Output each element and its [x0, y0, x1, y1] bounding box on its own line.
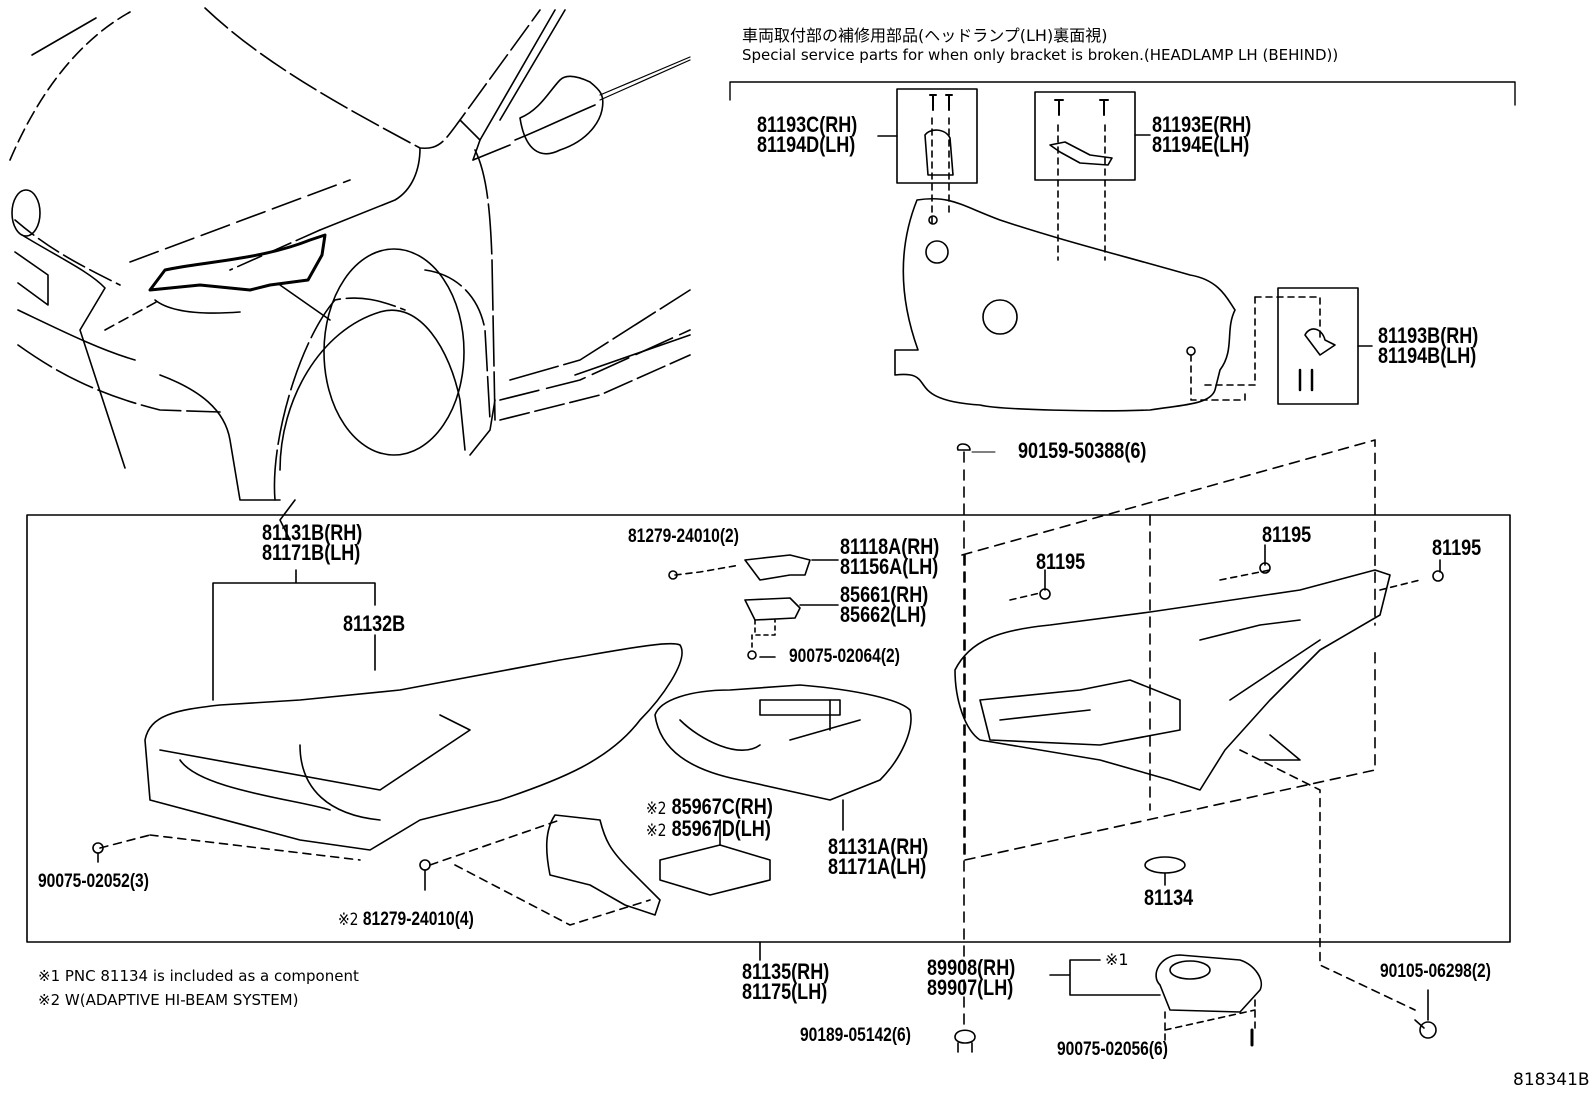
part-number-lh[interactable]: 85662(LH) [840, 602, 927, 627]
part-label-81279-24010-2[interactable]: 81279-24010(2) [628, 526, 739, 547]
part-number-rh[interactable]: 81193B(RH) [1378, 323, 1479, 348]
part-label-81195-1[interactable]: 81195 [1036, 549, 1086, 574]
part-number-rh[interactable]: 85661(RH) [840, 582, 929, 607]
part-label-81131a[interactable]: 81131A(RH) 81171A(LH) [828, 834, 929, 879]
part-number-lh[interactable]: 81156A(LH) [840, 554, 939, 579]
header-title-jp: 車両取付部の補修用部品(ヘッドランプ(LH)裏面視) [742, 26, 1108, 45]
part-label-81193b[interactable]: 81193B(RH) 81194B(LH) [1378, 323, 1479, 368]
part-number-lh[interactable]: 81194B(LH) [1378, 343, 1477, 368]
header-title-en: Special service parts for when only brac… [742, 46, 1339, 64]
service-parts-frame [729, 81, 1516, 412]
part-number-lh[interactable]: 81194E(LH) [1152, 132, 1250, 157]
part-label-90075-02052[interactable]: 90075-02052(3) [38, 871, 149, 892]
note-mark: ※2 [646, 821, 667, 841]
part-number-lh[interactable]: 81171A(LH) [828, 854, 927, 879]
part-number-rh[interactable]: 81193E(RH) [1152, 112, 1252, 137]
part-number-lh[interactable]: 85967D(LH) [671, 816, 771, 841]
part-number-lh[interactable]: 81171B(LH) [262, 540, 361, 565]
part-label-81134[interactable]: 81134 [1144, 885, 1194, 910]
footnote-2: ※2 W(ADAPTIVE HI-BEAM SYSTEM) [38, 991, 299, 1009]
part-label-85661[interactable]: 85661(RH) 85662(LH) [840, 582, 929, 627]
part-label-85967c[interactable]: ※2 85967C(RH) ※2 85967D(LH) [646, 794, 773, 842]
footnote-1: ※1 PNC 81134 is included as a component [38, 967, 359, 985]
part-number-rh[interactable]: 81193C(RH) [757, 112, 858, 137]
part-label-81131b[interactable]: 81131B(RH) 81171B(LH) [262, 520, 363, 565]
part-number-rh[interactable]: 89908(RH) [927, 955, 1016, 980]
part-number-lh[interactable]: 81194D(LH) [757, 132, 856, 157]
part-number-rh[interactable]: 81131A(RH) [828, 834, 929, 859]
part-label-90075-02056[interactable]: 90075-02056(6) [1057, 1039, 1168, 1060]
ballast-area [954, 954, 1437, 1053]
part-label-81279-24010-4[interactable]: ※2 81279-24010(4) [338, 909, 474, 931]
part-label-90189-05142[interactable]: 90189-05142(6) [800, 1025, 911, 1046]
note-mark: ※2 [338, 910, 359, 930]
part-label-81195-3[interactable]: 81195 [1432, 535, 1482, 560]
part-number-rh[interactable]: 81131B(RH) [262, 520, 363, 545]
part-number-lh[interactable]: 81175(LH) [742, 979, 828, 1004]
part-label-81193e[interactable]: 81193E(RH) 81194E(LH) [1152, 112, 1252, 157]
part-number[interactable]: 81279-24010(4) [362, 909, 474, 930]
note-mark: ※2 [646, 799, 667, 819]
part-label-81118a[interactable]: 81118A(RH) 81156A(LH) [840, 534, 940, 579]
vehicle-illustration [9, 7, 691, 541]
part-number-lh[interactable]: 89907(LH) [927, 975, 1014, 1000]
part-label-81193c[interactable]: 81193C(RH) 81194D(LH) [757, 112, 858, 157]
part-label-90075-02064[interactable]: 90075-02064(2) [789, 646, 900, 667]
part-label-90159-50388[interactable]: 90159-50388(6) [1018, 438, 1147, 463]
part-number-rh[interactable]: 81135(RH) [742, 959, 830, 984]
ballast-note-mark: ※1 [1105, 950, 1129, 969]
part-number-rh[interactable]: 81118A(RH) [840, 534, 940, 559]
part-label-81195-2[interactable]: 81195 [1262, 522, 1312, 547]
main-parts-frame [26, 439, 1511, 1031]
part-label-81135[interactable]: 81135(RH) 81175(LH) [742, 959, 830, 1004]
part-label-90105-06298[interactable]: 90105-06298(2) [1380, 961, 1491, 982]
diagram-reference-number: 818341B [1513, 1070, 1590, 1090]
part-label-89908[interactable]: 89908(RH) 89907(LH) [927, 955, 1016, 1000]
part-label-81132b[interactable]: 81132B [343, 611, 406, 636]
part-number-rh[interactable]: 85967C(RH) [671, 794, 773, 819]
